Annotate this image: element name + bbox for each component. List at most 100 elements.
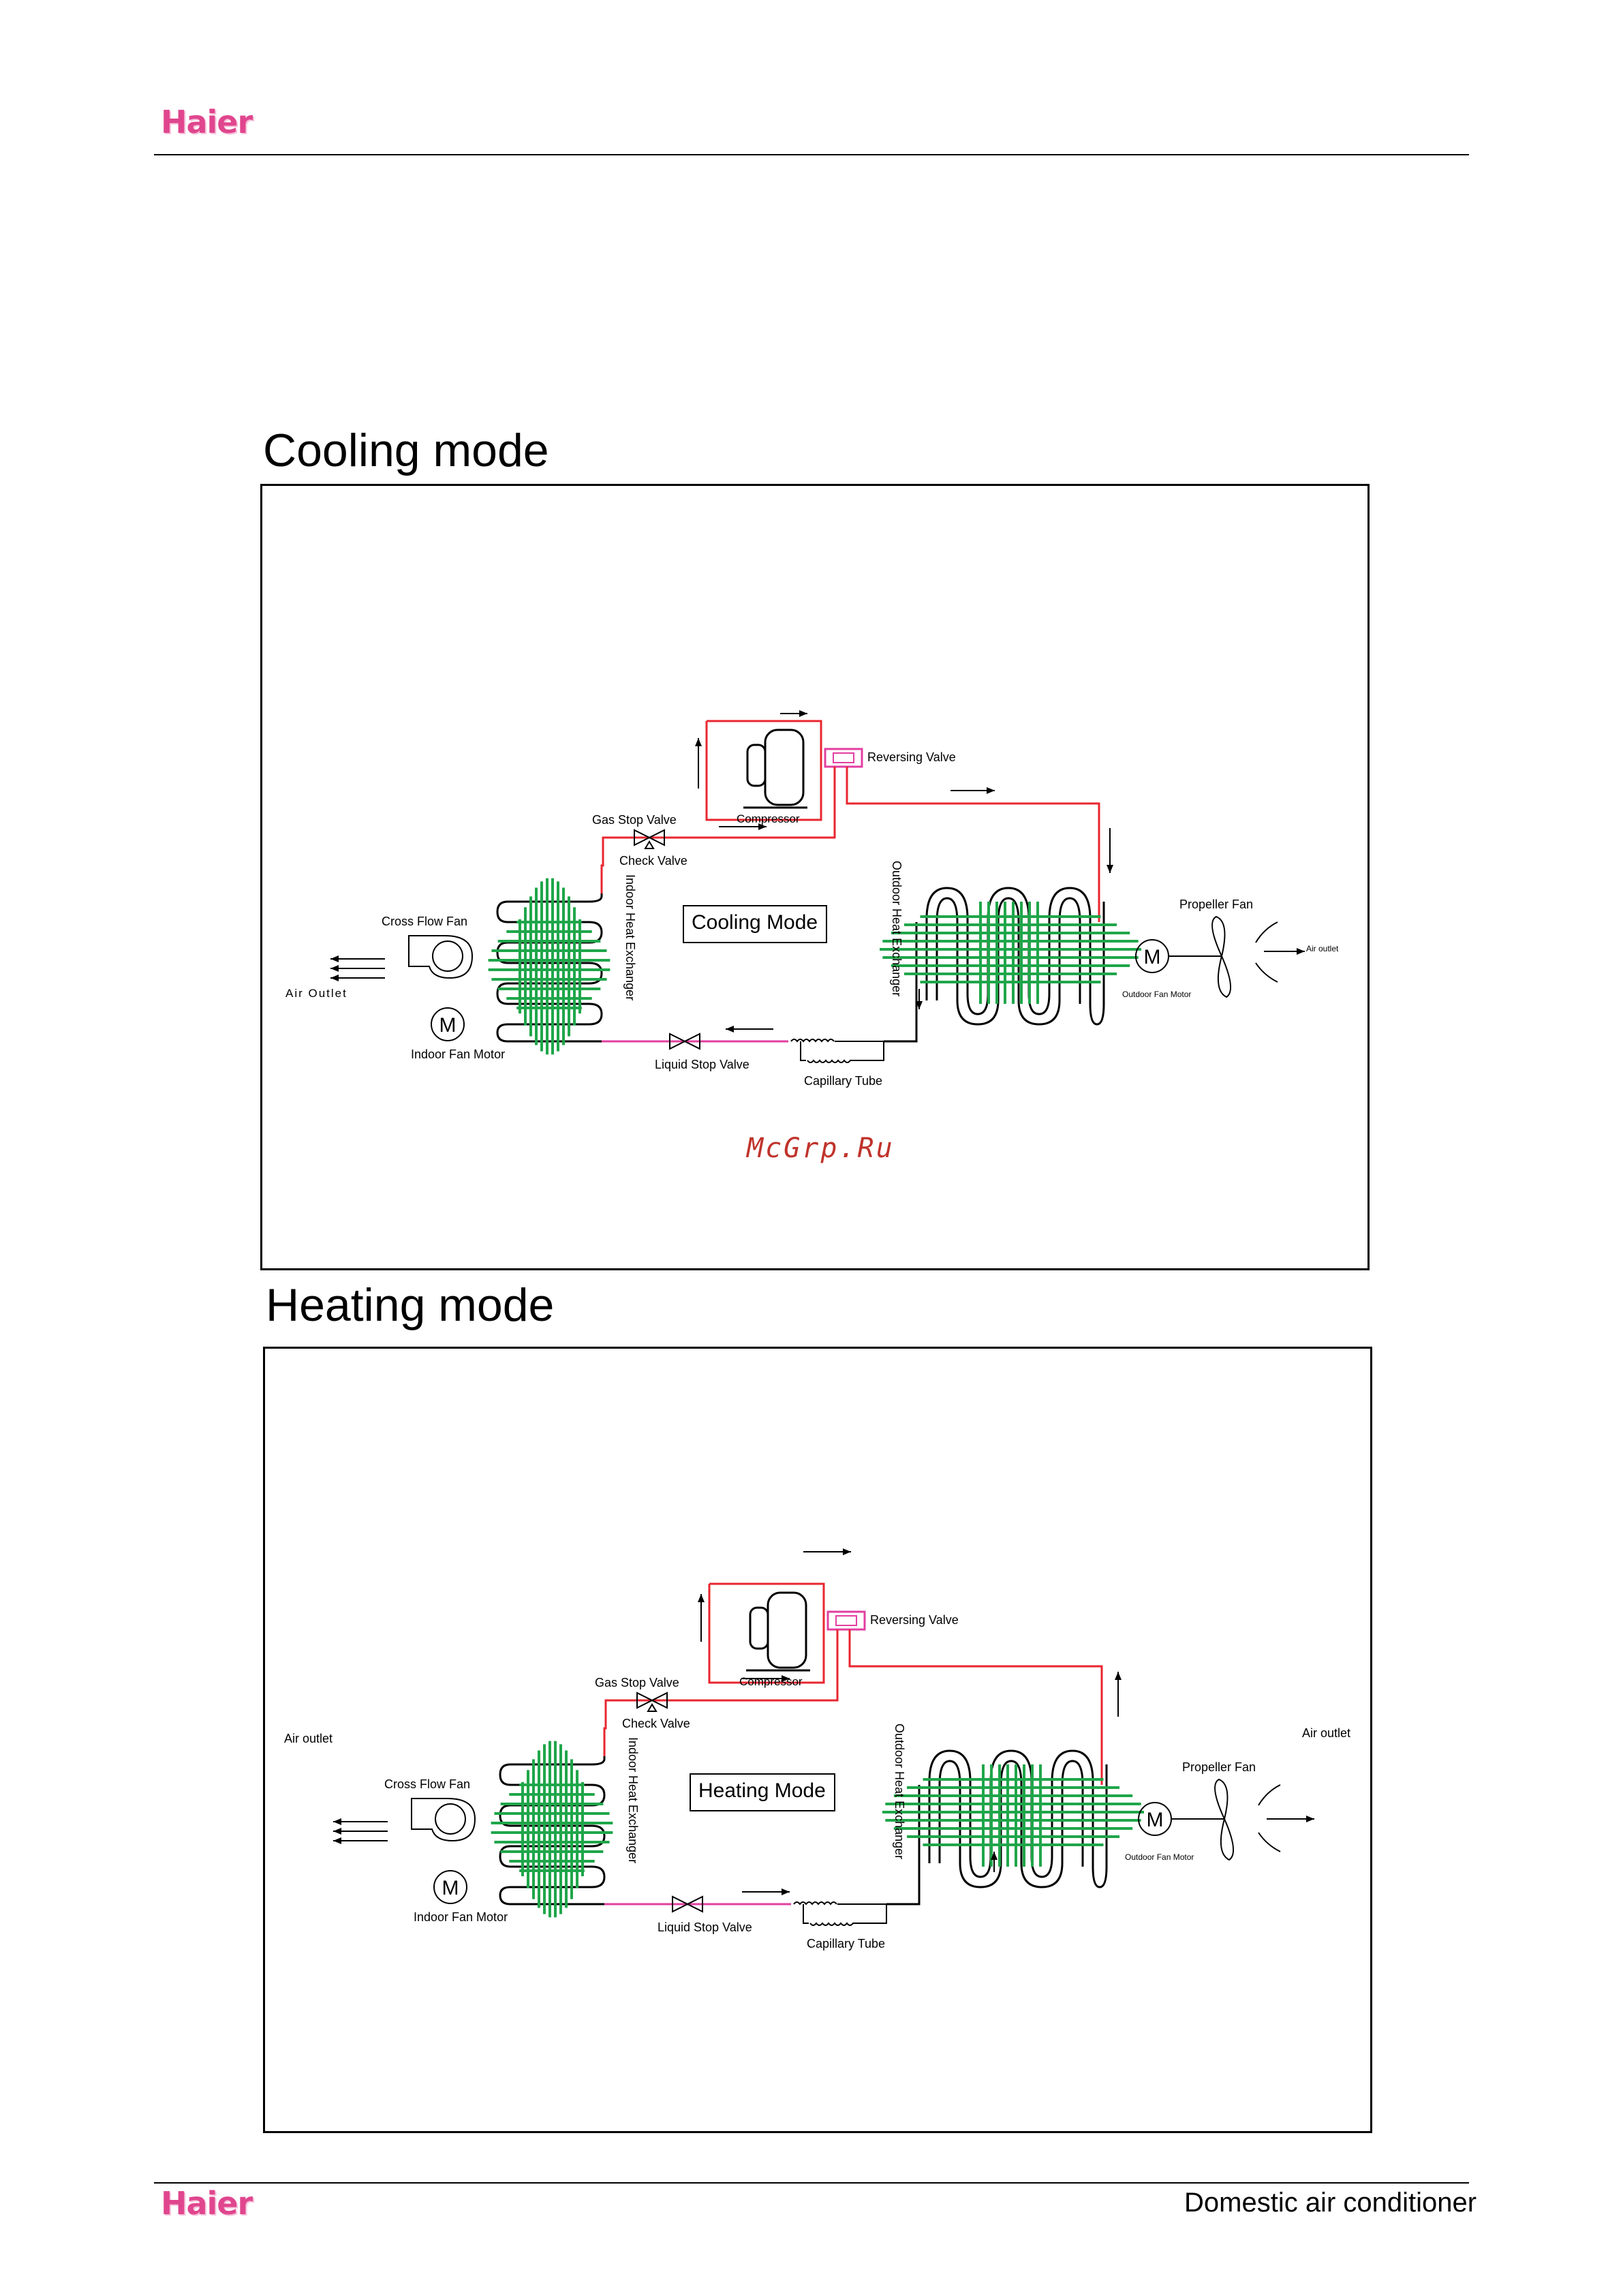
- indoor-air-arrow-3: [333, 1837, 388, 1844]
- flow-arrow-gas: [719, 823, 767, 830]
- capillary-bypass: [837, 1903, 887, 1924]
- indoor-hx-label: Indoor Heat Exchanger: [626, 1737, 640, 1863]
- compressor: [708, 1582, 825, 1684]
- flow-arrow-left-up: [698, 1594, 705, 1642]
- cross-flow-fan: [411, 1798, 476, 1842]
- reversing-valve-label: Reversing Valve: [867, 750, 956, 764]
- header-logo: Haier: [161, 104, 253, 140]
- footer-logo: Haier: [161, 2185, 253, 2222]
- propeller-fan-label: Propeller Fan: [1179, 898, 1253, 911]
- flow-arrow-gas: [742, 1675, 790, 1682]
- indoor-heat-exchanger: [491, 1741, 613, 1918]
- airflow-curve-1: [1255, 921, 1278, 943]
- outdoor-gas-pipe: [848, 1629, 1103, 1785]
- compressor-label: Compressor: [739, 1675, 803, 1688]
- compressor-pipe-loop: [708, 1582, 825, 1684]
- outdoor-fan-motor-symbol: M: [1144, 946, 1161, 968]
- indoor-fan-motor-label: Indoor Fan Motor: [411, 1047, 505, 1061]
- capillary-tube-label: Capillary Tube: [804, 1074, 882, 1088]
- flow-arrow-liquid: [742, 1888, 790, 1895]
- outdoor-fan-motor: M: [1135, 939, 1169, 973]
- indoor-fan-motor: M: [431, 1007, 465, 1041]
- outdoor-liquid-pipe: [884, 922, 918, 1043]
- outdoor-air-arrow: [1267, 1816, 1314, 1822]
- outdoor-gas-pipe: [846, 767, 1100, 922]
- air-outlet-left-label: Air Outlet: [285, 987, 347, 1000]
- check-valve: [647, 1703, 658, 1712]
- indoor-air-arrow-2: [333, 1828, 388, 1835]
- cooling-title: Cooling mode: [263, 425, 549, 476]
- indoor-hx-label: Indoor Heat Exchanger: [623, 874, 637, 1000]
- gas-stop-valve: [636, 1692, 668, 1709]
- air-outlet-right-label: Air outlet: [1306, 944, 1339, 953]
- compressor-shell: [764, 729, 805, 806]
- outdoor-liquid-pipe: [886, 1785, 921, 1905]
- indoor-air-arrow-3: [330, 975, 385, 981]
- indoor-fan-motor-label: Indoor Fan Motor: [414, 1910, 508, 1924]
- indoor-heat-exchanger: [488, 878, 610, 1055]
- capillary-tube-label: Capillary Tube: [807, 1937, 885, 1950]
- watermark: McGrp.Ru: [747, 1133, 895, 1164]
- flow-arrow-down: [1107, 828, 1113, 873]
- outdoor-heat-exchanger: [882, 1749, 1144, 1888]
- mode-label-box: [690, 1773, 835, 1811]
- cross-flow-fan: [408, 935, 474, 979]
- indoor-gas-pipe: [603, 1629, 839, 1756]
- compressor-pipe-loop: [705, 720, 822, 821]
- capillary-join: [800, 1041, 806, 1061]
- capillary-join: [803, 1904, 809, 1924]
- reversing-valve-label: Reversing Valve: [870, 1613, 959, 1627]
- air-outlet-right-label: Air outlet: [1302, 1726, 1350, 1740]
- compressor-shell: [767, 1591, 807, 1669]
- outdoor-hx-label: Outdoor Heat Exchanger: [893, 1724, 906, 1859]
- liquid-stop-valve-label: Liquid Stop Valve: [655, 1058, 749, 1071]
- outdoor-air-arrow: [1264, 948, 1305, 955]
- mode-label-text: Heating Mode: [698, 1779, 826, 1802]
- indoor-gas-pipe: [600, 767, 836, 893]
- outdoor-hx-label: Outdoor Heat Exchanger: [890, 861, 903, 996]
- indoor-fan-motor: M: [433, 1870, 467, 1904]
- propeller-fan: [1211, 915, 1232, 998]
- flow-arrow-left-up: [695, 738, 702, 789]
- outdoor-fan-motor-label: Outdoor Fan Motor: [1125, 1852, 1194, 1862]
- airflow-curve-2: [1255, 962, 1278, 983]
- flow-arrow-outdoor: [916, 989, 923, 1009]
- mode-label-box: [683, 905, 827, 943]
- indoor-air-arrow-1: [333, 1818, 388, 1825]
- propeller-fan-label: Propeller Fan: [1182, 1760, 1256, 1774]
- flow-arrow-outdoor: [991, 1852, 998, 1872]
- capillary-bypass: [835, 1041, 884, 1061]
- flow-arrow-top: [803, 1548, 851, 1555]
- reversing-valve: [824, 748, 863, 768]
- liquid-stop-valve: [669, 1032, 700, 1050]
- accumulator: [746, 744, 767, 787]
- liquid-stop-valve: [672, 1895, 703, 1913]
- propeller-fan: [1214, 1778, 1235, 1861]
- capillary-coil-1: [790, 1039, 835, 1043]
- flow-arrow-liquid: [726, 1026, 773, 1032]
- indoor-fan-motor-symbol: M: [439, 1014, 457, 1037]
- outdoor-fan-motor: M: [1138, 1802, 1172, 1836]
- gas-stop-valve-label: Gas Stop Valve: [595, 1676, 679, 1689]
- compressor-label: Compressor: [737, 812, 800, 825]
- flow-arrow-up: [1115, 1672, 1122, 1717]
- indoor-air-arrow-2: [330, 965, 385, 972]
- outdoor-fan-motor-label: Outdoor Fan Motor: [1122, 990, 1191, 999]
- outdoor-heat-exchanger: [880, 887, 1141, 1026]
- indoor-air-arrow-1: [330, 955, 385, 962]
- flow-arrow-top: [780, 710, 807, 717]
- airflow-curve-2: [1258, 1832, 1281, 1852]
- capillary-coil-2: [807, 1059, 851, 1063]
- accumulator: [749, 1606, 769, 1650]
- footer-title: Domestic air conditioner: [1184, 2188, 1477, 2218]
- compressor: [705, 720, 822, 821]
- mode-label-text: Cooling Mode: [692, 911, 818, 934]
- check-valve-label: Check Valve: [622, 1717, 690, 1730]
- cross-flow-fan-label: Cross Flow Fan: [382, 915, 467, 928]
- capillary-coil-2: [809, 1922, 854, 1926]
- gas-stop-valve: [634, 829, 665, 846]
- footer-rule: [154, 2182, 1469, 2184]
